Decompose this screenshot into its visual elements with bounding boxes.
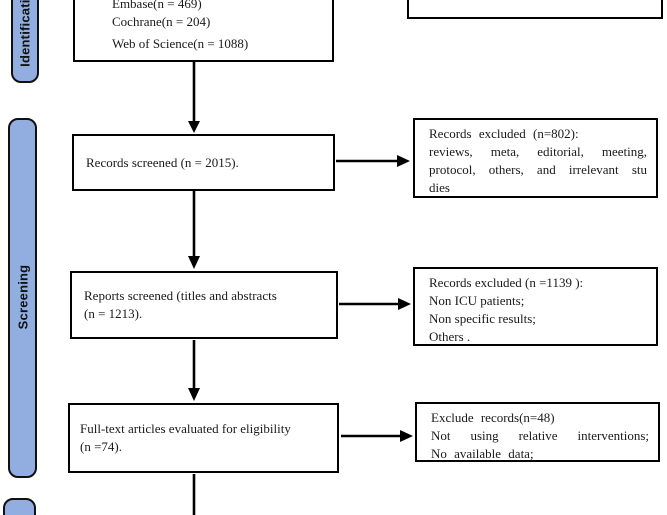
box-records-identified: Embase(n = 469) Cochrane(n = 204) Web of… bbox=[73, 0, 334, 62]
excluded-abstracts-line3: Non specific results; bbox=[429, 311, 536, 326]
arrowhead-down-2 bbox=[188, 256, 200, 269]
section-screening: Screening bbox=[8, 118, 37, 478]
arrowhead-down-3 bbox=[188, 388, 200, 401]
section-screening-label: Screening bbox=[15, 264, 30, 330]
excluded-screening-line3: protocol, others, and irrelevant stu bbox=[429, 162, 647, 177]
records-screened-text: Records screened (n = 2015). bbox=[86, 154, 239, 170]
box-fulltext-excluded: Exclude records(n=48) Not using relative… bbox=[415, 402, 660, 462]
reports-screened-line1: Reports screened (titles and abstracts bbox=[84, 288, 277, 303]
source-web-of-science: Web of Science(n = 1088) bbox=[112, 36, 249, 51]
box-reports-screened: Reports screened (titles and abstracts (… bbox=[70, 271, 338, 339]
excluded-abstracts-line1: Records excluded (n =1139 ): bbox=[429, 275, 584, 290]
excluded-abstracts-line2: Non ICU patients; bbox=[429, 293, 525, 308]
excluded-screening-line4: dies bbox=[429, 180, 450, 195]
fulltext-excluded-line1: Exclude records(n=48) bbox=[431, 410, 555, 425]
reports-screened-line2: (n = 1213). bbox=[84, 306, 143, 321]
fulltext-excluded-line2: Not using relative interventions; bbox=[431, 428, 649, 443]
excluded-screening-line2: reviews, meta, editorial, meeting, bbox=[429, 144, 647, 159]
section-included-cropped bbox=[3, 498, 36, 515]
box-fulltext-evaluated: Full-text articles evaluated for eligibi… bbox=[68, 403, 339, 473]
arrowhead-down-1 bbox=[188, 121, 200, 133]
section-identification: Identification bbox=[11, 0, 39, 83]
fulltext-excluded-line3: No available data; bbox=[431, 446, 534, 461]
fulltext-evaluated-line2: (n =74). bbox=[80, 439, 122, 454]
arrowhead-right-1 bbox=[397, 155, 410, 167]
box-duplicates-removed-cropped bbox=[407, 0, 663, 19]
excluded-screening-line1: Records excluded (n=802): bbox=[429, 126, 579, 141]
box-records-excluded-abstracts: Records excluded (n =1139 ): Non ICU pat… bbox=[413, 267, 658, 346]
box-records-screened: Records screened (n = 2015). bbox=[72, 134, 335, 191]
section-identification-label: Identification bbox=[17, 0, 33, 67]
box-records-excluded-screening: Records excluded (n=802): reviews, meta,… bbox=[413, 118, 658, 198]
source-embase: Embase(n = 469) bbox=[112, 0, 202, 11]
arrowhead-right-3 bbox=[400, 430, 413, 442]
fulltext-evaluated-line1: Full-text articles evaluated for eligibi… bbox=[80, 421, 291, 436]
source-cochrane: Cochrane(n = 204) bbox=[112, 14, 211, 29]
excluded-abstracts-line4: Others . bbox=[429, 329, 471, 344]
arrowhead-right-2 bbox=[398, 298, 411, 310]
